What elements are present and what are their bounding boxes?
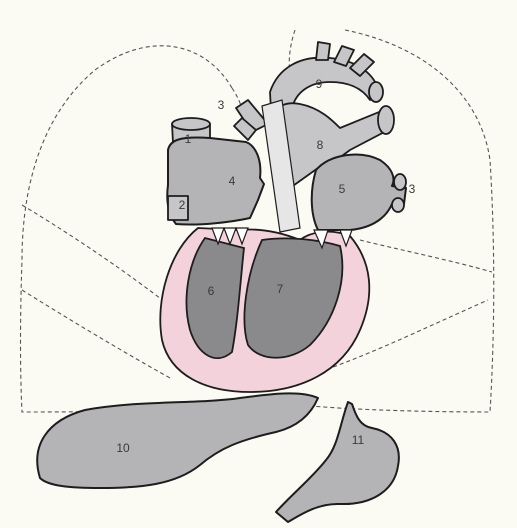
brachiocephalic-trunk <box>316 42 330 60</box>
left-atrium <box>312 155 406 230</box>
pulmonary-vein-lower <box>392 198 404 212</box>
svc-opening <box>172 118 210 130</box>
liver <box>37 393 318 488</box>
tricuspid-valve <box>212 228 248 244</box>
left-pleura-line <box>22 205 165 302</box>
label-2: 2 <box>179 198 186 212</box>
label-1: 1 <box>185 132 192 146</box>
label-10: 10 <box>116 441 130 455</box>
label-4: 4 <box>229 174 236 188</box>
label-11: 11 <box>352 433 365 447</box>
label-5: 5 <box>339 182 346 196</box>
label-3-top: 3 <box>218 98 225 112</box>
label-7: 7 <box>277 282 284 296</box>
label-9: 9 <box>316 77 323 91</box>
pulmonary-vein-upper <box>394 174 406 190</box>
label-8: 8 <box>317 138 324 152</box>
pulmonary-artery-opening <box>378 106 394 134</box>
right-pleura-line <box>360 240 492 272</box>
left-pleura-line-lower <box>22 290 170 378</box>
label-3-right: 3 <box>409 182 416 196</box>
label-6: 6 <box>208 284 215 298</box>
descending-aorta-opening <box>369 82 383 102</box>
